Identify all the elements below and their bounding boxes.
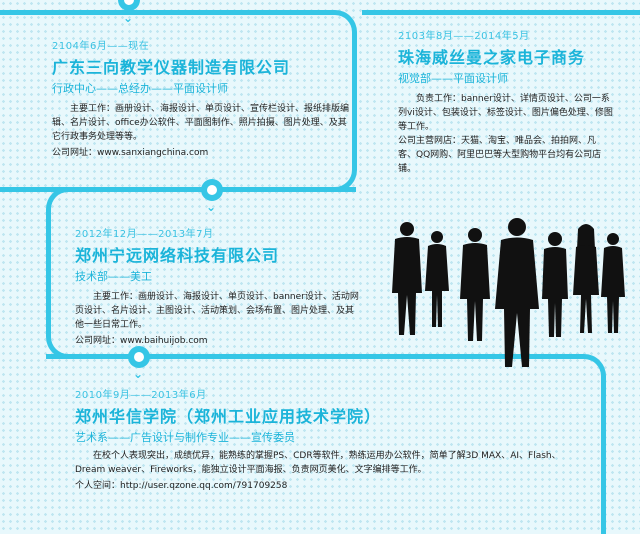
- edu-dept: 艺术系——广告设计与制作专业——宣传委员: [75, 431, 295, 444]
- job-description: 主要工作：画册设计、海报设计、单页设计、banner设计、活动网页设计、名片设计…: [75, 292, 359, 330]
- edu-description: 在校个人表现突出，成绩优异，能熟练的掌握PS、CDR等软件，熟练运用办公软件，简…: [75, 451, 561, 475]
- chevron-down-icon: ⌄: [206, 200, 217, 214]
- job-description: 负责工作：banner设计、详情页设计、公司一系列vi设计、包装设计、标签设计、…: [398, 94, 613, 132]
- job-date: 2012年12月——2013年7月: [75, 229, 214, 240]
- edu-website: 个人空间：http://user.qzone.qq.com/791709258: [75, 481, 288, 491]
- job-entry-2: 2103年8月——2014年5月 珠海威丝曼之家电子商务 视觉部——平面设计师 …: [398, 27, 613, 176]
- timeline-node-3: [128, 346, 150, 368]
- job-shops: 公司主营网店：天猫、淘宝、唯品会、拍拍网、凡客、QQ网购、阿里巴巴等大型购物平台…: [398, 136, 602, 174]
- timeline-node-2: [201, 179, 223, 201]
- timeline-track-upper-right: [362, 10, 640, 15]
- edu-school: 郑州华信学院（郑州工业应用技术学院）: [75, 407, 382, 426]
- timeline-node-1: [118, 0, 140, 11]
- job-entry-1: 2104年6月——现在 广东三向教学仪器制造有限公司 行政中心——总经办——平面…: [52, 37, 352, 158]
- job-date: 2103年8月——2014年5月: [398, 31, 530, 42]
- job-description: 主要工作：画册设计、海报设计、单页设计、宣传栏设计、报纸排版编辑、名片设计、of…: [52, 104, 350, 142]
- job-date: 2104年6月——现在: [52, 41, 150, 52]
- edu-date: 2010年9月——2013年6月: [75, 390, 207, 401]
- job-dept: 视觉部——平面设计师: [398, 72, 508, 85]
- job-company: 珠海威丝曼之家电子商务: [398, 48, 586, 67]
- job-website: 公司网址：www.baihuijob.com: [75, 336, 208, 346]
- job-dept: 技术部——美工: [75, 270, 152, 283]
- chevron-down-icon: ⌄: [133, 367, 144, 381]
- education-entry: 2010年9月——2013年6月 郑州华信学院（郑州工业应用技术学院） 艺术系—…: [75, 386, 590, 491]
- job-website: 公司网址：www.sanxiangchina.com: [52, 148, 209, 158]
- business-people-illustration: [392, 218, 625, 367]
- timeline-track-bottom: [46, 354, 606, 534]
- job-entry-3: 2012年12月——2013年7月 郑州宁远网络科技有限公司 技术部——美工 主…: [75, 225, 360, 346]
- job-dept: 行政中心——总经办——平面设计师: [52, 82, 228, 95]
- chevron-down-icon: ⌄: [123, 11, 134, 25]
- job-company: 广东三向教学仪器制造有限公司: [52, 58, 291, 77]
- job-company: 郑州宁远网络科技有限公司: [75, 246, 280, 265]
